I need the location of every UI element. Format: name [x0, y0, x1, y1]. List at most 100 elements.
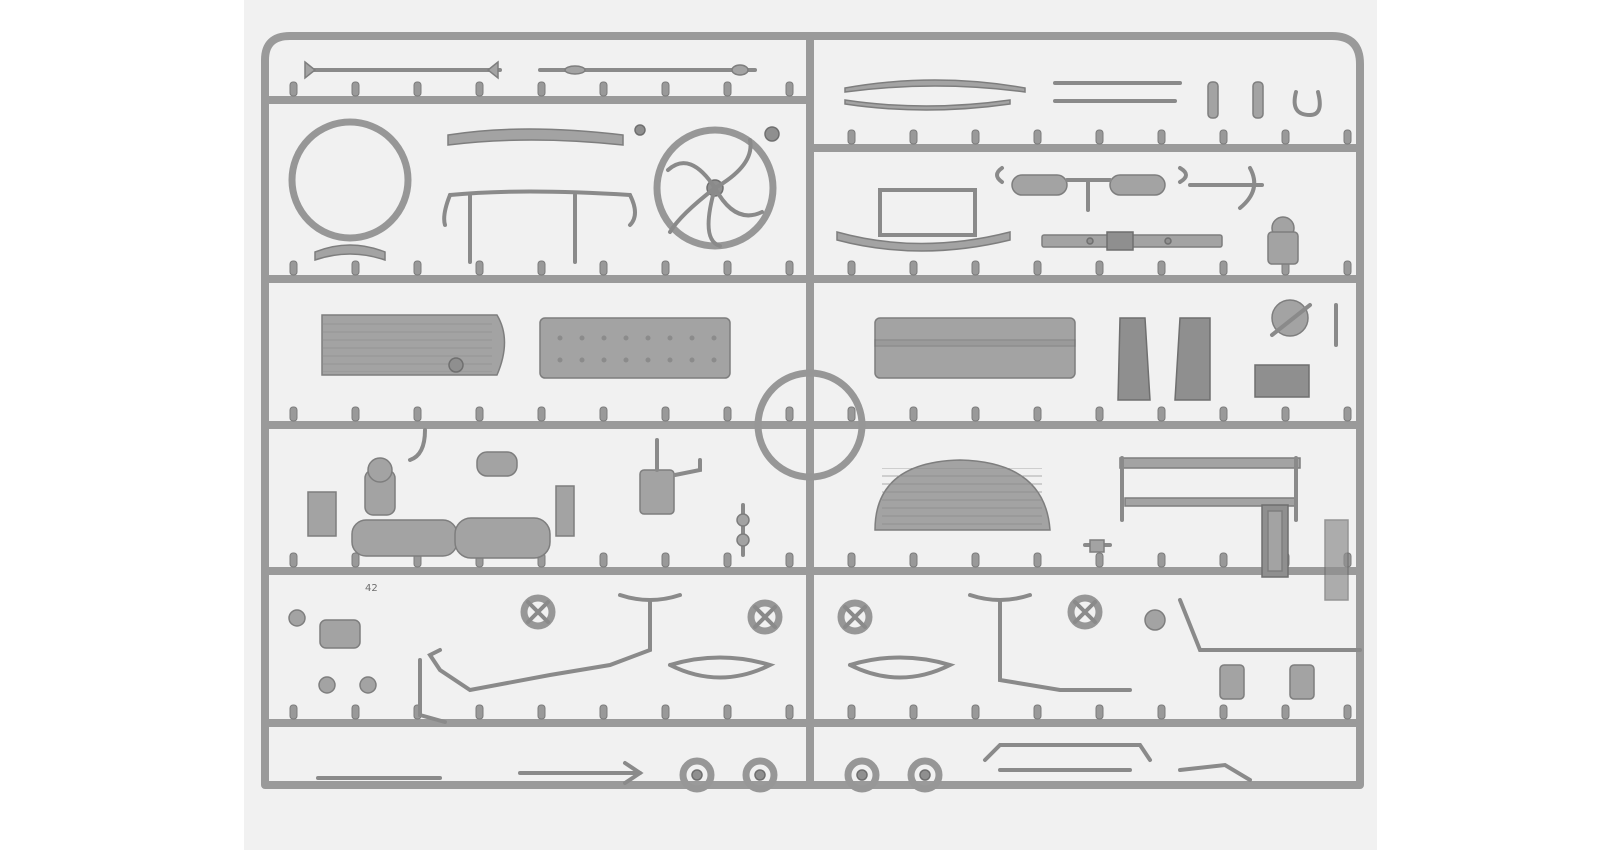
gate-stub	[971, 552, 980, 568]
gate-stub	[971, 406, 980, 422]
gate-stub	[537, 406, 546, 422]
gate-stub	[1157, 552, 1166, 568]
gate-stub	[1219, 704, 1228, 720]
gate-stub	[599, 81, 608, 97]
sprue-frame	[261, 32, 1364, 789]
gate-stub	[1281, 406, 1290, 422]
rivet	[623, 357, 629, 363]
gate-stub	[413, 260, 422, 276]
gate-stub	[723, 552, 732, 568]
gate-stub	[661, 81, 670, 97]
ring-and-wheel-parts	[288, 118, 780, 264]
rivet	[711, 357, 717, 363]
gate-stub	[1281, 704, 1290, 720]
bottom-row-parts	[316, 743, 1252, 793]
gate-stub	[351, 81, 360, 97]
gate-stub	[661, 260, 670, 276]
gate-stub	[1343, 704, 1352, 720]
gate-stub	[351, 552, 360, 568]
gate-stub	[1157, 704, 1166, 720]
gate-stub	[1219, 552, 1228, 568]
gate-stub	[599, 260, 608, 276]
gate-stub	[1095, 260, 1104, 276]
rivet	[689, 335, 695, 341]
center-ring	[754, 369, 866, 481]
gate-stub	[847, 552, 856, 568]
gate-stub	[785, 260, 794, 276]
gate-stub	[1157, 129, 1166, 145]
gate-stub	[909, 704, 918, 720]
rivet	[601, 335, 607, 341]
gate-stub	[537, 260, 546, 276]
gate-stub	[599, 552, 608, 568]
rivet	[557, 335, 563, 341]
gate-stub	[1095, 552, 1104, 568]
rivet	[667, 357, 673, 363]
gate-stub	[1343, 129, 1352, 145]
gate-stub	[661, 406, 670, 422]
gate-stub	[1281, 129, 1290, 145]
gate-stub	[1033, 704, 1042, 720]
gate-stub	[475, 406, 484, 422]
tank-panel-parts	[321, 314, 731, 379]
gate-stub	[1157, 406, 1166, 422]
rivet	[601, 357, 607, 363]
gate-stub	[289, 704, 298, 720]
gate-stub	[971, 704, 980, 720]
gate-stub	[1095, 704, 1104, 720]
gate-stub	[847, 704, 856, 720]
rivet	[689, 357, 695, 363]
gate-stub	[909, 129, 918, 145]
gate-stub	[351, 260, 360, 276]
part-number-42: 42	[365, 583, 378, 594]
rod-parts-top	[304, 60, 757, 80]
gate-stubs	[289, 81, 1352, 720]
gate-stub	[847, 406, 856, 422]
gate-stub	[909, 552, 918, 568]
gate-stub	[537, 81, 546, 97]
gate-stub	[661, 704, 670, 720]
gate-stub	[723, 406, 732, 422]
gate-stub	[1343, 406, 1352, 422]
gate-stub	[1033, 260, 1042, 276]
gate-stub	[1095, 406, 1104, 422]
gate-stub	[537, 704, 546, 720]
gate-stub	[1219, 406, 1228, 422]
engine-cylinder-parts	[307, 428, 750, 559]
rivet	[557, 357, 563, 363]
gate-stub	[413, 406, 422, 422]
gate-stub	[785, 81, 794, 97]
gate-stub	[723, 260, 732, 276]
gate-stub	[847, 260, 856, 276]
rivet	[645, 357, 651, 363]
rivet	[579, 335, 585, 341]
gate-stub	[723, 704, 732, 720]
gate-stub	[723, 81, 732, 97]
gate-stub	[785, 552, 794, 568]
gate-stub	[1343, 260, 1352, 276]
rivet	[667, 335, 673, 341]
rivet	[623, 335, 629, 341]
gate-stub	[661, 552, 670, 568]
gate-stub	[1095, 129, 1104, 145]
gate-stub	[909, 406, 918, 422]
gate-stub	[475, 260, 484, 276]
rivet	[711, 335, 717, 341]
bonnet-and-frame-parts	[874, 456, 1349, 601]
gate-stub	[785, 406, 794, 422]
gate-stub	[971, 129, 980, 145]
gate-stub	[1033, 406, 1042, 422]
gate-stub	[847, 129, 856, 145]
gate-stub	[1033, 552, 1042, 568]
spring-and-pump-parts	[836, 79, 1322, 265]
gate-stub	[289, 406, 298, 422]
gate-stub	[599, 406, 608, 422]
gate-stub	[475, 81, 484, 97]
gate-stub	[413, 81, 422, 97]
gate-stub	[785, 704, 794, 720]
gate-stub	[289, 81, 298, 97]
rivet	[645, 335, 651, 341]
gate-stub	[289, 260, 298, 276]
gate-stub	[1219, 129, 1228, 145]
gate-stub	[909, 260, 918, 276]
